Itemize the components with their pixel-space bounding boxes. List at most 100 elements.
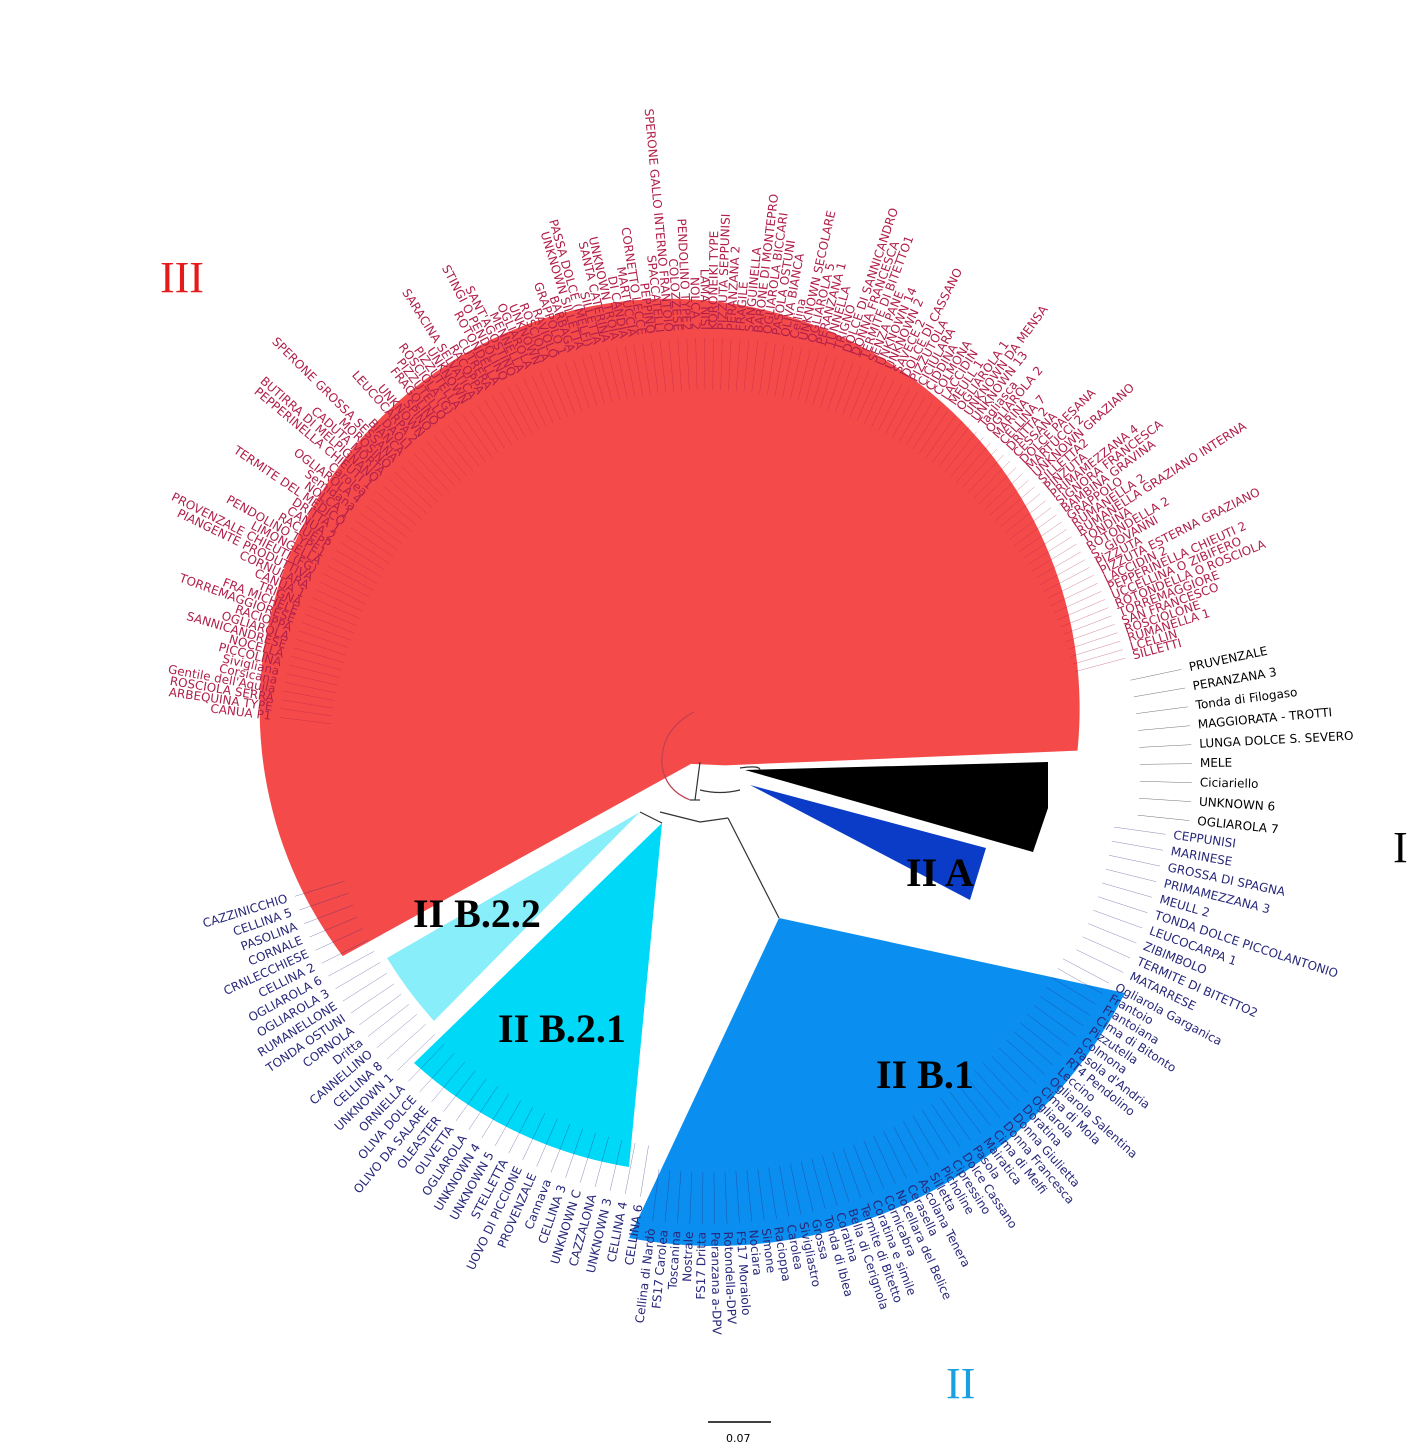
leaf-ray	[279, 717, 331, 724]
leaf-ray	[365, 505, 408, 539]
leaf-ray	[507, 386, 533, 434]
leaf-ray	[797, 350, 811, 401]
leaf-label: UNKNOWN 6	[1199, 795, 1276, 814]
leaf-ray	[539, 371, 561, 420]
scale-bar: 0.07	[708, 1421, 771, 1445]
leaf-ray	[382, 485, 423, 520]
leaf-ray	[652, 1168, 660, 1221]
leaf-ray	[1105, 868, 1157, 883]
leaf-ray	[328, 951, 375, 977]
leaf-ray	[843, 1148, 861, 1198]
leaf-ray	[1062, 615, 1112, 635]
leaf-label: Ciciariello	[1200, 775, 1259, 791]
leaf-ray	[1047, 575, 1094, 599]
leaf-ray	[440, 430, 474, 472]
leaf-ray	[573, 359, 590, 409]
leaf-ray	[281, 699, 334, 709]
leaf-ray	[774, 344, 785, 396]
clade-label-IIA: II A	[906, 850, 974, 895]
leaf-ray	[376, 1014, 418, 1048]
leaf-ray	[419, 1052, 455, 1093]
leaf-ray	[304, 904, 353, 924]
leaf-ray	[494, 1100, 521, 1147]
leaf-ray	[832, 1152, 850, 1202]
leaf-ray	[454, 419, 486, 463]
leaf-ray	[305, 613, 354, 634]
leaf-ray	[712, 338, 714, 391]
tree-branch	[694, 761, 701, 801]
leaf-ray	[433, 435, 468, 477]
leaf-ray	[607, 349, 620, 401]
leaf-ray	[812, 354, 828, 405]
leaf-ray	[820, 357, 837, 408]
leaf-ray	[408, 1043, 445, 1082]
leaf-label: Rotondella-DPV	[721, 1231, 739, 1325]
leaf-ray	[293, 647, 344, 663]
leaf-ray	[878, 383, 903, 431]
leaf-ray	[499, 391, 526, 437]
leaf-ray	[912, 405, 941, 450]
tree-branch	[739, 766, 761, 771]
leaf-ray	[1065, 624, 1115, 643]
leaf-ray	[842, 365, 862, 415]
leaf-ray	[288, 664, 340, 678]
leaf-ray	[294, 880, 345, 897]
leaf-ray	[624, 1142, 636, 1195]
leaf-ray	[689, 1171, 693, 1224]
tree-branch	[639, 811, 663, 824]
leaf-ray	[805, 352, 820, 403]
leaf-ray	[565, 1128, 583, 1178]
leaf-ray	[548, 368, 568, 417]
leaf-ray	[905, 401, 934, 446]
leaf-ray	[443, 1070, 476, 1112]
leaf-ray	[624, 345, 636, 398]
leaf-ray	[447, 424, 480, 467]
leaf-label: KORONEIKI TYPE	[706, 231, 721, 330]
leaf-ray	[1133, 687, 1186, 698]
leaf-ray	[677, 1171, 682, 1223]
leaf-ray	[301, 622, 351, 641]
leaf-ray	[1050, 583, 1098, 606]
leaf-ray	[331, 557, 378, 584]
leaf-ray	[484, 400, 512, 445]
leaf-rays	[279, 338, 1192, 1224]
tree-branch	[727, 817, 780, 919]
leaf-ray	[640, 1145, 649, 1197]
leaf-ray	[367, 1004, 410, 1037]
leaf-ray	[790, 348, 802, 400]
leaf-label: Simone	[759, 1228, 778, 1274]
leaf-ray	[309, 916, 358, 938]
leaf-ray	[522, 1113, 546, 1161]
leaf-label: Nostrale	[680, 1231, 696, 1282]
leaf-ray	[508, 1107, 533, 1154]
tree-branch	[659, 811, 701, 823]
leaf-ray	[885, 387, 910, 435]
leaf-ray	[345, 534, 390, 564]
leaf-ray	[323, 573, 370, 598]
leaf-ray	[1139, 781, 1192, 783]
leaf-ray	[327, 565, 374, 591]
leaf-ray	[668, 339, 674, 392]
leaf-ray	[864, 376, 886, 424]
leaf-ray	[746, 1170, 753, 1222]
leaf-ray	[286, 673, 338, 686]
leaf-ray	[893, 1126, 918, 1173]
leaf-ray	[931, 420, 963, 464]
leaf-ray	[999, 493, 1041, 528]
leaf-ray	[319, 581, 367, 605]
fan-clade-IIB21	[414, 823, 662, 1167]
leaf-ray	[978, 467, 1017, 504]
leaf-ray	[1023, 529, 1067, 559]
leaf-ray	[388, 478, 428, 515]
leaf-label: FS17 Moraiolo	[734, 1230, 754, 1316]
leaf-ray	[299, 892, 349, 911]
leaf-ray	[311, 597, 360, 619]
leaf-label: COLOZZESE	[666, 258, 685, 332]
leaf-ray	[1097, 896, 1148, 914]
leaf-label: MELE	[1200, 756, 1232, 770]
leaf-ray	[931, 1104, 961, 1148]
leaf-ray	[359, 994, 402, 1026]
leaf-ray	[779, 1165, 790, 1217]
leaf-ray	[1006, 1039, 1045, 1075]
leaf-label: Toscanina	[665, 1230, 683, 1291]
